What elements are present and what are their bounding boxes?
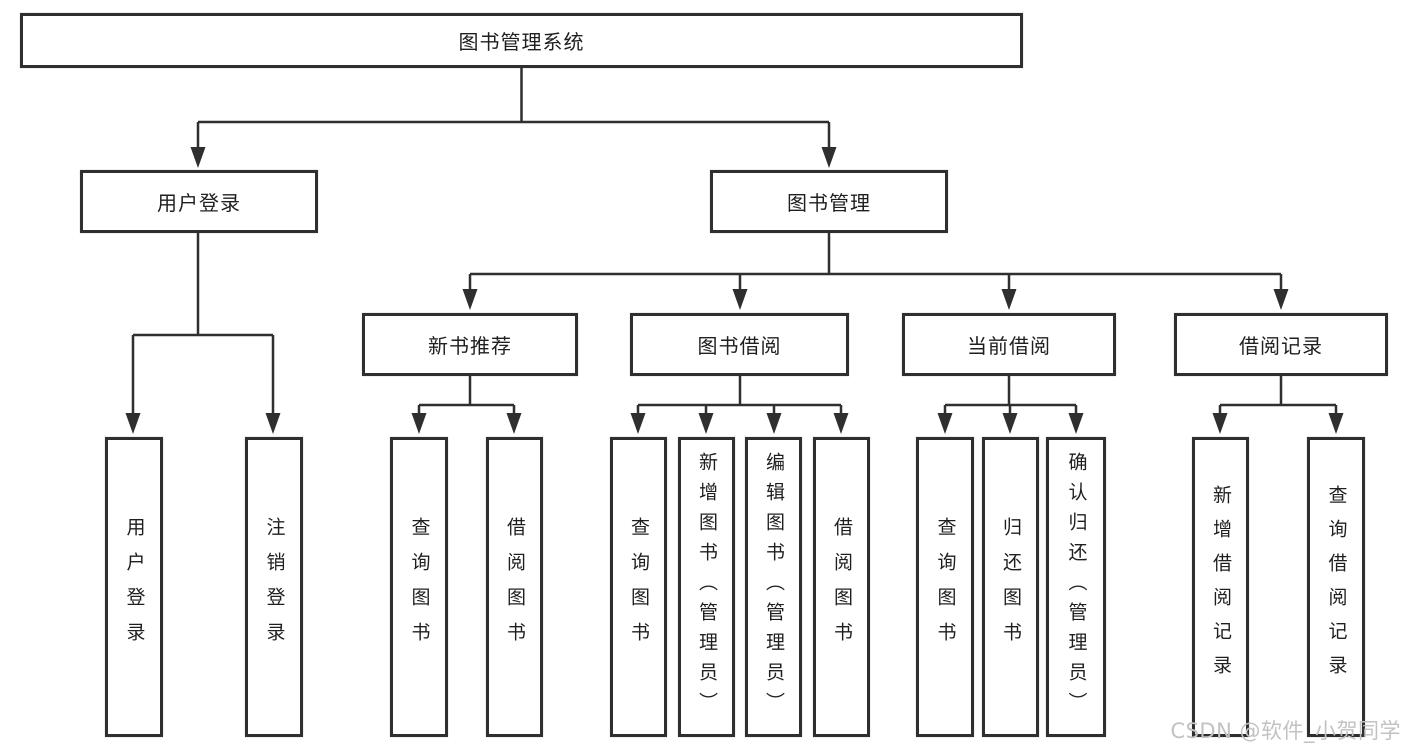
leaf-confirm-return-admin: 确认归还（管理员） [1046,437,1106,737]
node-library-management-system: 图书管理系统 [20,13,1023,68]
leaf-add-book-admin: 新增图书（管理员） [678,437,735,737]
leaf-query-books-borrow: 查询图书 [610,437,667,737]
leaf-query-books-current: 查询图书 [916,437,974,737]
arrowhead-down-icon [698,413,714,434]
node-borrow-record: 借阅记录 [1174,313,1388,376]
arrowhead-down-icon [937,413,953,434]
node-label: 用户登录 [123,517,146,657]
node-new-book-recommend: 新书推荐 [362,313,578,376]
connector-user-login-children [125,233,281,434]
connector-book-management-children [462,233,1289,310]
connector-root-to-level1 [190,68,837,168]
arrowhead-down-icon [125,413,141,434]
node-label: 借阅图书 [504,517,526,657]
leaf-borrow-book: 借阅图书 [813,437,870,737]
arrowhead-down-icon [630,413,646,434]
arrowhead-down-icon [506,413,522,434]
leaf-logout: 注销登录 [245,437,303,737]
arrowhead-down-icon [1328,413,1344,434]
node-label: 查询图书 [934,517,957,657]
node-label: 图书借阅 [697,334,782,358]
node-label: 借阅图书 [831,517,853,657]
leaf-edit-book-admin: 编辑图书（管理员） [745,437,802,737]
node-label: 用户登录 [157,191,241,215]
arrowhead-down-icon [1068,413,1084,434]
arrowhead-down-icon [1002,413,1018,434]
connector-new-book-children [411,376,522,434]
arrowhead-down-icon [265,413,281,434]
node-current-borrow: 当前借阅 [902,313,1116,376]
node-book-management: 图书管理 [710,170,948,233]
arrowhead-down-icon [190,147,206,168]
node-book-borrow: 图书借阅 [630,313,849,376]
node-user-login-group: 用户登录 [80,170,318,233]
connector-borrow-record-children [1212,376,1344,434]
leaf-return-book: 归还图书 [982,437,1039,737]
node-label: 当前借阅 [967,334,1051,358]
arrowhead-down-icon [732,289,748,310]
leaf-query-borrow-record: 查询借阅记录 [1307,437,1365,737]
node-label: 图书管理系统 [458,30,585,54]
leaf-add-borrow-record: 新增借阅记录 [1192,437,1249,737]
connector-current-borrow-children [937,376,1084,434]
leaf-query-books-recommend: 查询图书 [390,437,448,737]
node-label: 借阅记录 [1239,334,1323,358]
node-label: 新书推荐 [428,334,512,358]
arrowhead-down-icon [1001,289,1017,310]
node-label: 归还图书 [1000,517,1022,657]
node-label: 新增借阅记录 [1210,485,1232,689]
node-label: 编辑图书（管理员） [763,452,785,722]
node-label: 查询借阅记录 [1325,485,1348,689]
leaf-user-login: 用户登录 [105,437,163,737]
node-label: 新增图书（管理员） [696,452,718,722]
csdn-watermark: CSDN @软件_小贺同学 [1170,719,1401,743]
node-label: 注销登录 [263,517,286,657]
arrowhead-down-icon [411,413,427,434]
node-label: 查询图书 [628,517,650,657]
connector-book-borrow-children [630,376,849,434]
arrowhead-down-icon [1212,413,1228,434]
node-label: 确认归还（管理员） [1065,452,1088,722]
arrowhead-down-icon [1273,289,1289,310]
node-label: 图书管理 [787,191,871,215]
arrowhead-down-icon [821,147,837,168]
arrowhead-down-icon [766,413,782,434]
leaf-borrow-books-recommend: 借阅图书 [486,437,543,737]
arrowhead-down-icon [833,413,849,434]
node-label: 查询图书 [408,517,431,657]
arrowhead-down-icon [462,289,478,310]
